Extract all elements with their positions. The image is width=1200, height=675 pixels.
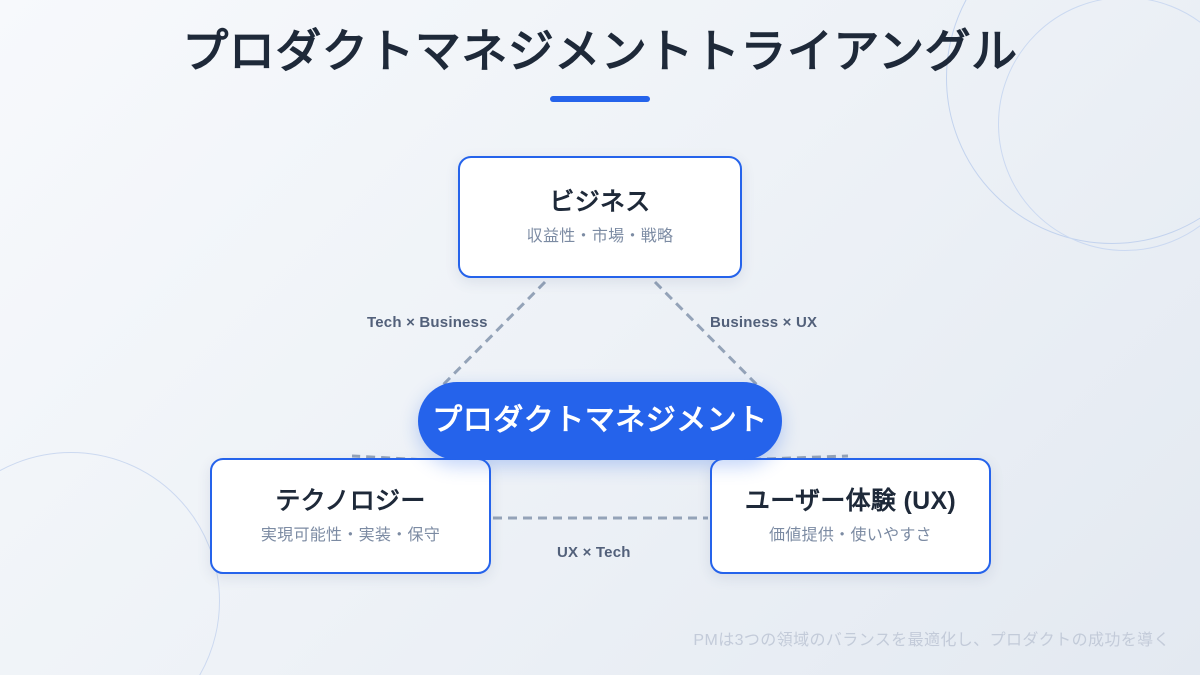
node-business[interactable]: ビジネス 収益性・市場・戦略 — [458, 156, 742, 278]
center-node-label: プロダクトマネジメント — [432, 404, 768, 437]
node-technology-title: テクノロジー — [275, 487, 426, 516]
node-technology-subtitle: 実現可能性・実装・保守 — [260, 527, 441, 545]
center-node-product-management[interactable]: プロダクトマネジメント — [418, 382, 782, 460]
node-technology[interactable]: テクノロジー 実現可能性・実装・保守 — [210, 458, 491, 574]
edge-line-business-ux — [653, 280, 772, 400]
node-user-experience[interactable]: ユーザー体験 (UX) 価値提供・使いやすさ — [710, 458, 991, 574]
page-title: プロダクトマネジメントトライアングル — [182, 25, 1018, 77]
edge-label-business-ux: Business × UX — [710, 314, 818, 331]
footer-caption: PMは3つの領域のバランスを最適化し、プロダクトの成功を導く — [693, 632, 1170, 649]
title-underline-accent — [550, 95, 650, 102]
slide-header: プロダクトマネジメントトライアングル — [0, 25, 1200, 102]
node-business-subtitle: 収益性・市場・戦略 — [526, 228, 674, 246]
edge-line-tech-business — [428, 280, 547, 400]
node-user-experience-subtitle: 価値提供・使いやすさ — [768, 527, 932, 545]
edge-label-tech-business: Tech × Business — [367, 314, 488, 331]
edge-label-ux-tech: UX × Tech — [557, 544, 631, 561]
node-business-title: ビジネス — [549, 188, 651, 217]
node-user-experience-title: ユーザー体験 (UX) — [744, 487, 957, 516]
